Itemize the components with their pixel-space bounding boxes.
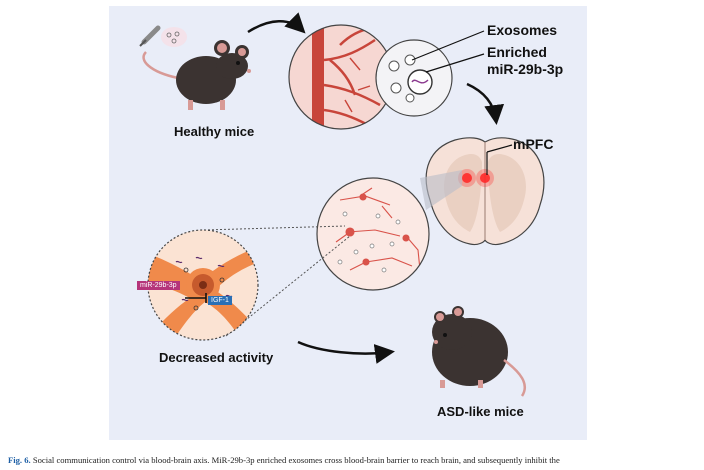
neuron-network-circle: [316, 177, 430, 291]
label-exosomes: Exosomes: [487, 22, 558, 38]
blood-vessel-circle: [288, 24, 394, 130]
pointer-mpfc-h: [486, 144, 513, 153]
zoom-dotted-top: [203, 225, 346, 231]
exosome-bubble-icon: [161, 27, 187, 47]
caption-text: Social communication control via blood-b…: [30, 455, 560, 465]
arrow-to-asd-mouse: [297, 340, 395, 364]
figure-caption: Fig. 6. Social communication control via…: [8, 455, 698, 465]
label-healthy-mice: Healthy mice: [174, 124, 255, 139]
healthy-mouse-icon: [142, 40, 251, 110]
label-mpfc: mPFC: [513, 136, 554, 152]
tag-mir-29b-3p: miR-29b-3p: [137, 281, 180, 290]
pointer-exosomes: [411, 30, 485, 61]
syringe-icon: [139, 25, 161, 47]
label-asd-like-mice: ASD-like mice: [437, 404, 524, 419]
label-enriched-line1: Enriched: [487, 44, 547, 60]
label-enriched-line2: miR-29b-3p: [487, 61, 564, 77]
zoom-dotted-bottom: [225, 235, 351, 337]
tag-igf-1: IGF-1: [208, 296, 232, 305]
asd-mouse-icon: [432, 306, 527, 397]
caption-label: Fig. 6.: [8, 455, 31, 465]
label-decreased-activity: Decreased activity: [159, 350, 274, 365]
neuron-cell-circle: [147, 229, 259, 341]
brain-section-icon: [425, 137, 545, 246]
arrow-exosome-to-brain: [466, 82, 505, 125]
zoom-cone-brain: [420, 170, 462, 210]
pointer-enriched: [425, 53, 485, 73]
mpfc-right-spot: [480, 173, 490, 183]
exosome-zoom-circle: [375, 39, 453, 117]
arrow-mouse-to-vessel: [247, 12, 306, 34]
mpfc-left-spot: [462, 173, 472, 183]
